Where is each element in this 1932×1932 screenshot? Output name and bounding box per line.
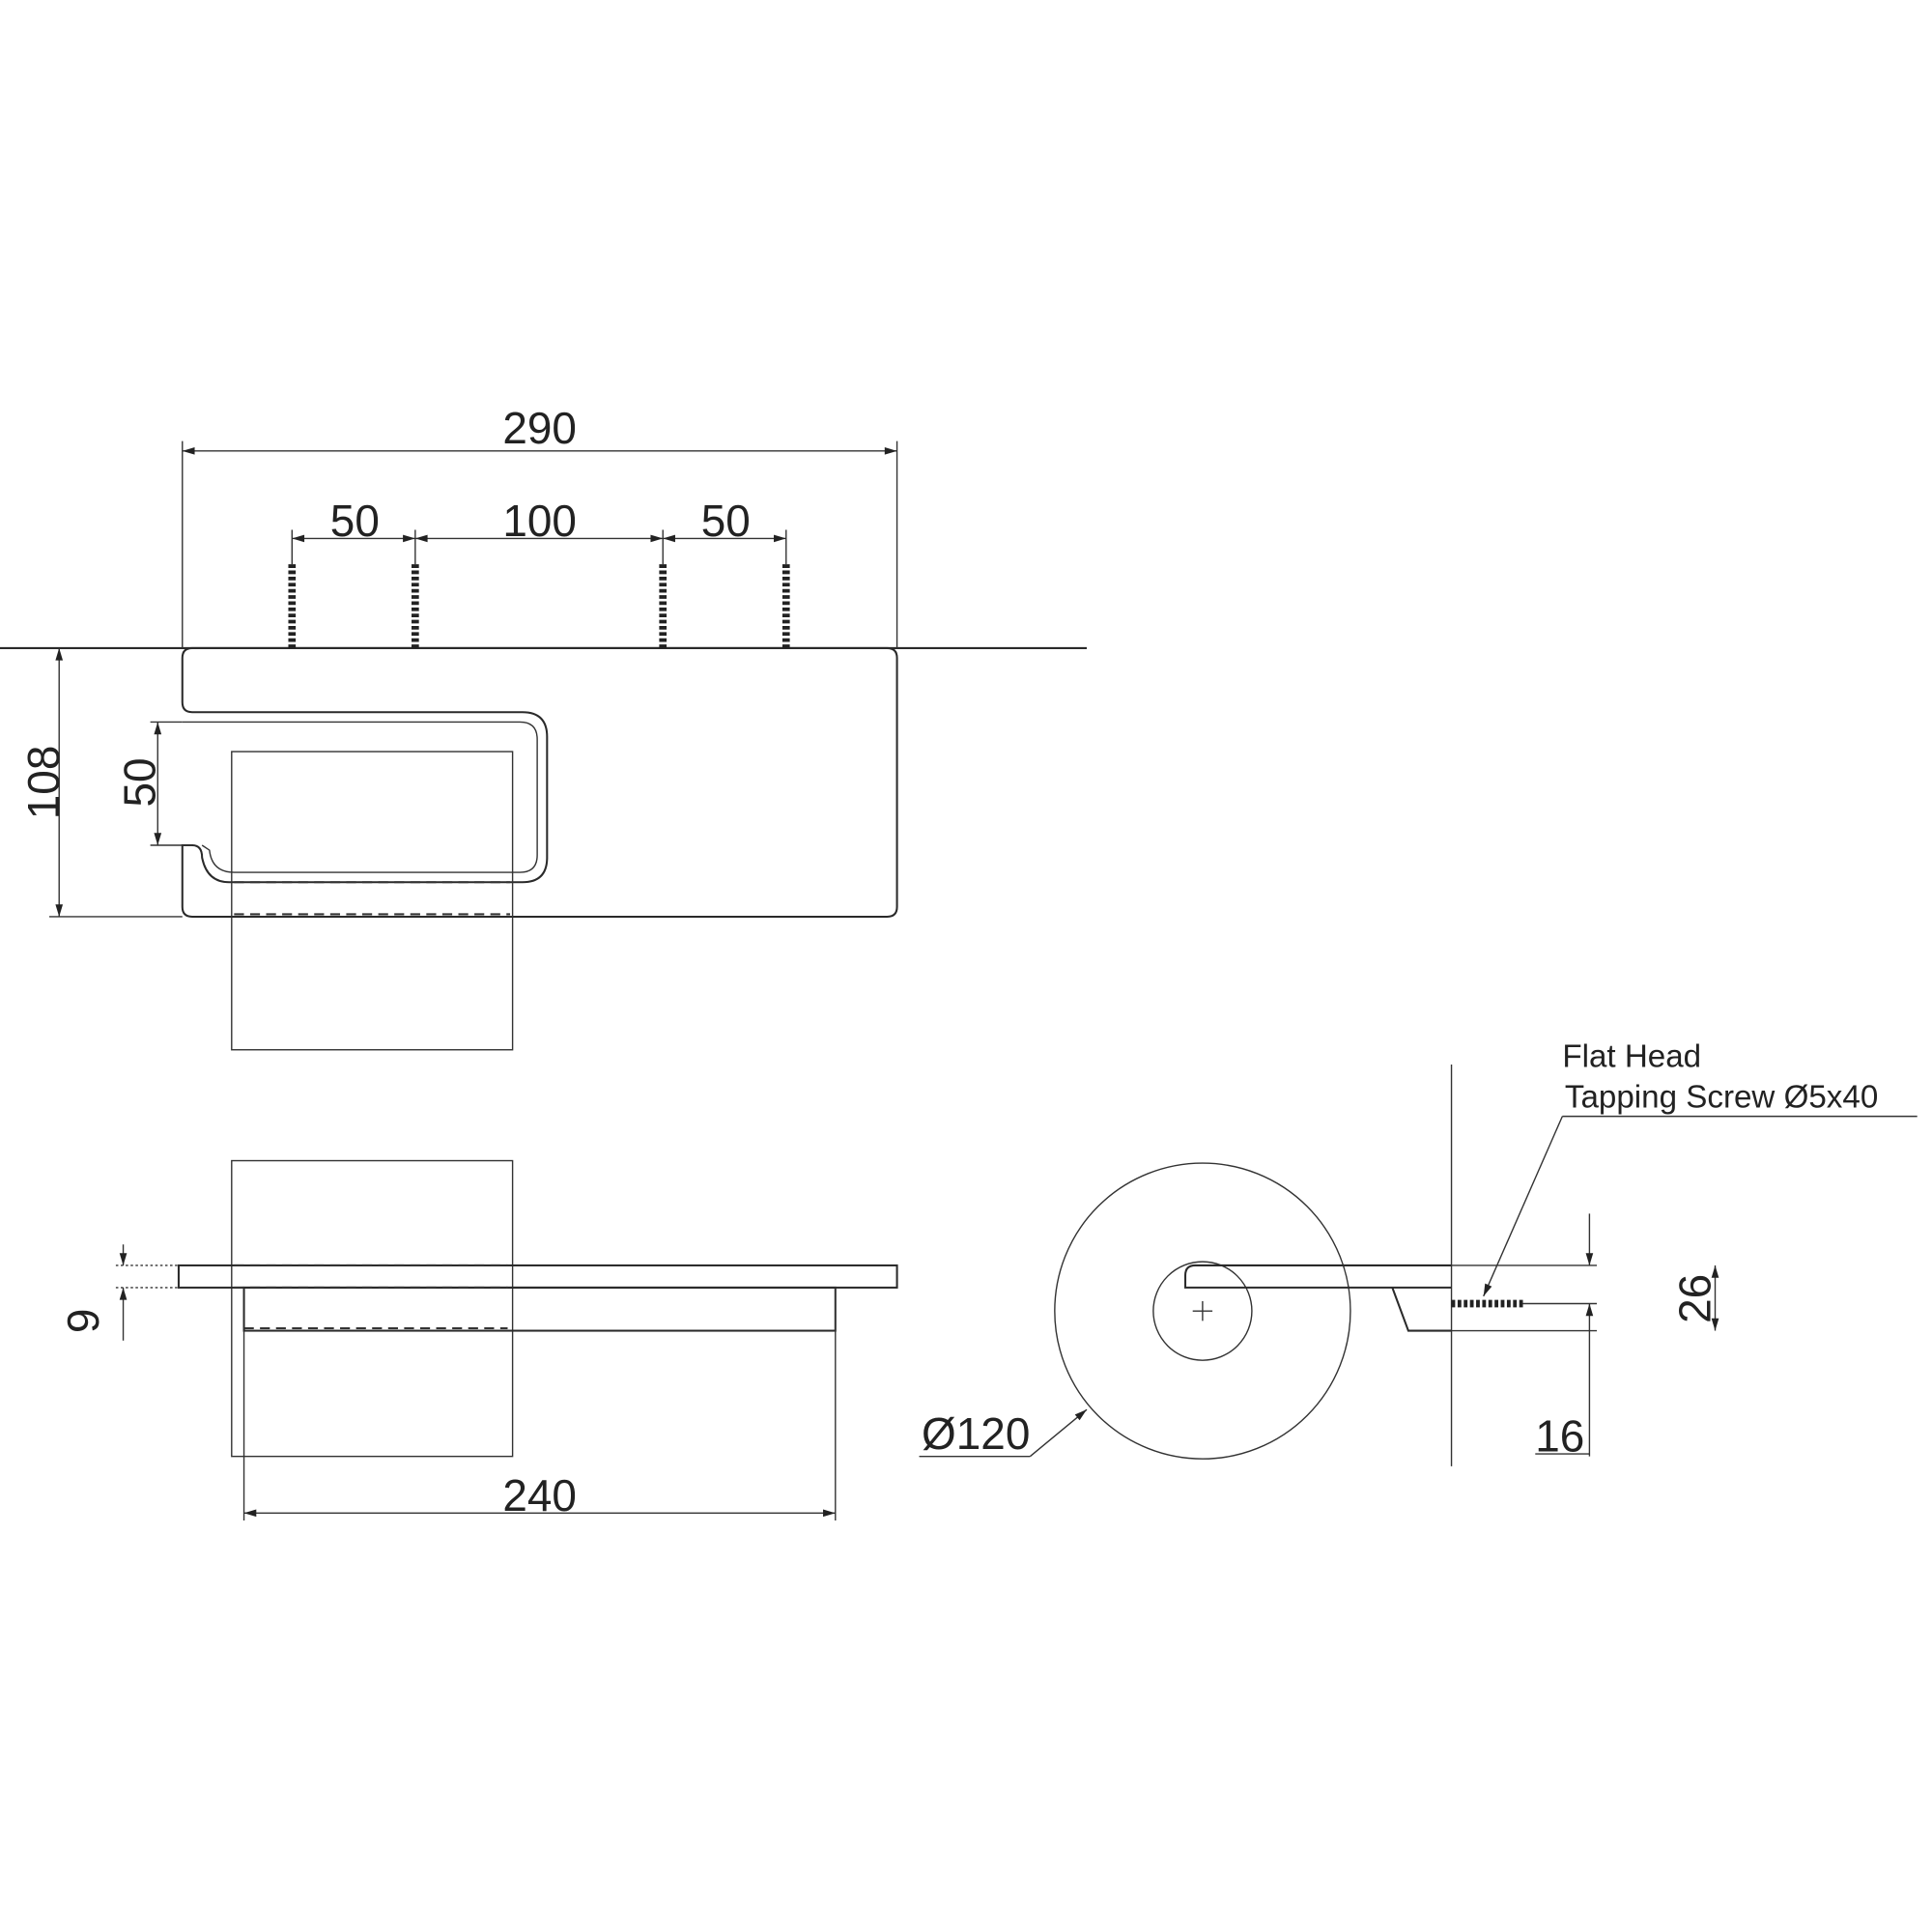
paper-roll-outline [1054,1162,1351,1460]
top-view: 290 50 100 50 108 50 [0,403,1087,1051]
dim-depth: 108 [18,746,69,820]
dim-total-height: 26 [1669,1274,1719,1323]
paper-roll [231,1159,514,1458]
dim-screw-spacing-left: 50 [330,496,380,546]
roll-arm [242,1286,837,1332]
base-plate [181,646,898,918]
screw-note-line2: Tapping Screw Ø5x40 [1565,1080,1878,1116]
shelf-plate [177,1264,898,1289]
dim-screw-spacing-right: 50 [701,496,751,546]
bracket-profile [1391,1287,1452,1332]
front-view: 240 9 [58,1159,898,1520]
dim-thickness: 9 [58,1309,108,1334]
roll-core [1152,1261,1253,1361]
dim-overall-width: 290 [502,403,577,453]
screw-note-line1: Flat Head [1562,1039,1701,1075]
dim-screw-height: 16 [1535,1411,1584,1462]
shelf-profile [1184,1264,1452,1289]
dim-screw-spacing-middle: 100 [502,496,577,546]
dim-slot-height: 50 [115,757,165,807]
slot-inner-edge [182,721,538,873]
screws [288,564,790,648]
dim-arm-length: 240 [502,1470,577,1520]
paper-roll [231,751,514,1051]
side-view: 16 26 Ø120 Flat Head Tapping Screw Ø5x40 [919,1039,1918,1466]
dim-roll-diameter: Ø120 [922,1408,1030,1459]
